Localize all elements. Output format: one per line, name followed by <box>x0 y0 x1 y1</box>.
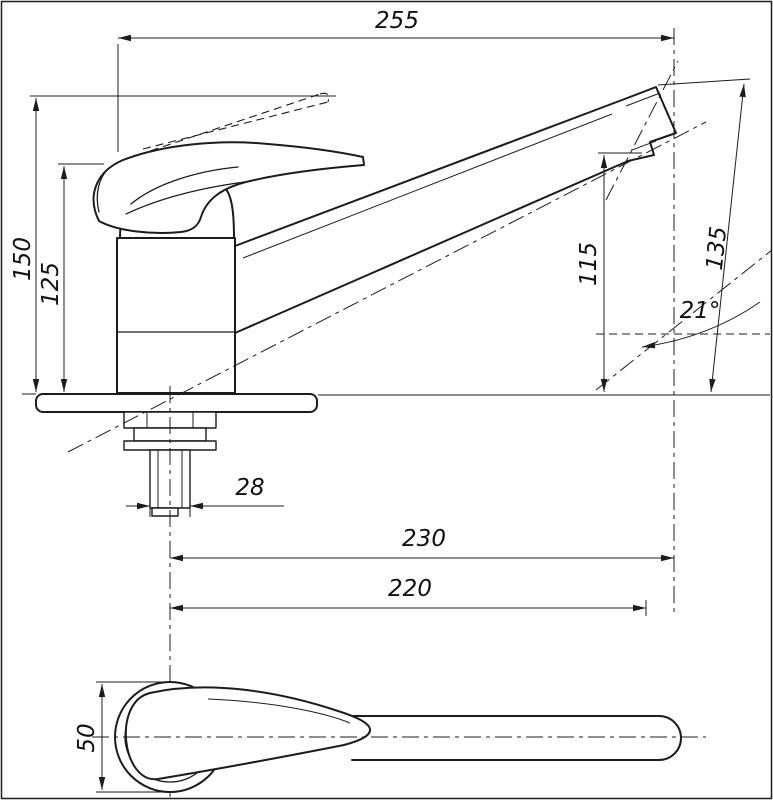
side-view <box>35 86 677 517</box>
aerator-top-line <box>625 92 661 107</box>
dim-230-label: 230 <box>402 526 446 552</box>
dimensions: 255 150 125 115 135 21° 28 230 <box>10 8 770 793</box>
dim-50-label: 50 <box>74 723 100 752</box>
dim-28-label: 28 <box>235 475 264 501</box>
dim-220-label: 220 <box>388 576 432 602</box>
spout-axis-centerline <box>67 121 707 453</box>
handle-inner-curve-2 <box>125 180 253 215</box>
dim-255-label: 255 <box>375 8 419 34</box>
ext-135-top <box>657 78 751 86</box>
handle-knob-curve <box>96 169 108 213</box>
dim-125-label: 125 <box>38 262 64 306</box>
spout-highlight-line <box>242 113 613 259</box>
mounting-plate <box>35 393 318 413</box>
handle-raised-dash-1 <box>125 93 321 160</box>
handle-raised-dash-2 <box>142 101 329 150</box>
handle-inner-curve-1 <box>130 166 239 205</box>
spout-pipe-plan <box>351 715 682 761</box>
dim-angle-arc <box>641 301 761 349</box>
aerator-outlet-line <box>631 140 657 151</box>
handle-plan <box>124 686 371 781</box>
dim-150-label: 150 <box>10 237 36 281</box>
handle-raised-tip <box>319 92 330 103</box>
dim-135-label: 135 <box>702 225 732 271</box>
plan-view <box>92 681 706 793</box>
pipe-end-tab <box>151 507 179 517</box>
spout <box>234 86 677 334</box>
dim-135-line <box>709 83 746 393</box>
dim-115-label: 115 <box>576 242 602 286</box>
faucet-body <box>116 237 236 394</box>
dim-angle-label: 21° <box>680 298 721 324</box>
lever-handle <box>92 141 365 234</box>
handle-plan-inner-line <box>207 698 351 724</box>
